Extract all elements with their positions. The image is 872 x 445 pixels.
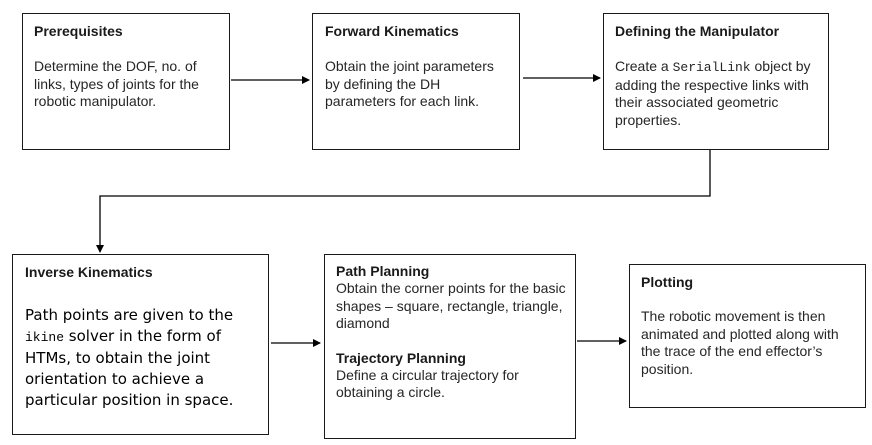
planning-box: Path Planning Obtain the corner points f… (324, 254, 576, 439)
trajectory-planning-title: Trajectory Planning (336, 349, 466, 366)
inverse-kinematics-text: Path points are given to the ikine solve… (25, 305, 258, 411)
forward-kinematics-box: Forward Kinematics Obtain the joint para… (312, 13, 520, 150)
inverse-kinematics-box: Inverse Kinematics Path points are given… (12, 254, 269, 435)
inverse-kinematics-title: Inverse Kinematics (25, 264, 153, 280)
inverse-kinematics-text-after: solver in the form of HTMs, to obtain th… (25, 327, 234, 409)
plotting-title: Plotting (641, 274, 694, 290)
plotting-text: The robotic movement is then animated an… (641, 308, 839, 377)
defining-manipulator-title: Defining the Manipulator (615, 23, 780, 39)
path-planning-text: Obtain the corner points for the basic s… (336, 280, 566, 331)
trajectory-planning-text: Define a circular trajectory for obtaini… (336, 366, 519, 401)
defining-manipulator-text-before: Create a (615, 58, 673, 74)
defining-manipulator-text-after: object by adding the respective links wi… (615, 58, 811, 128)
prerequisites-title: Prerequisites (34, 23, 123, 39)
ikine-code: ikine (25, 330, 65, 345)
inverse-kinematics-text-before: Path points are given to the (25, 306, 234, 324)
forward-kinematics-title: Forward Kinematics (325, 23, 459, 39)
plotting-box: Plotting The robotic movement is then an… (629, 264, 866, 408)
prerequisites-text: Determine the DOF, no. of links, types o… (34, 58, 199, 109)
prerequisites-box: Prerequisites Determine the DOF, no. of … (22, 13, 230, 150)
arrow-manipulator-to-ik (96, 150, 711, 253)
forward-kinematics-text: Obtain the joint parameters by defining … (325, 58, 494, 109)
seriallink-code: SerialLink (672, 60, 751, 75)
path-planning-title: Path Planning (336, 263, 430, 279)
defining-manipulator-text: Create a SerialLink object by adding the… (615, 58, 820, 129)
defining-manipulator-box: Defining the Manipulator Create a Serial… (603, 13, 829, 150)
